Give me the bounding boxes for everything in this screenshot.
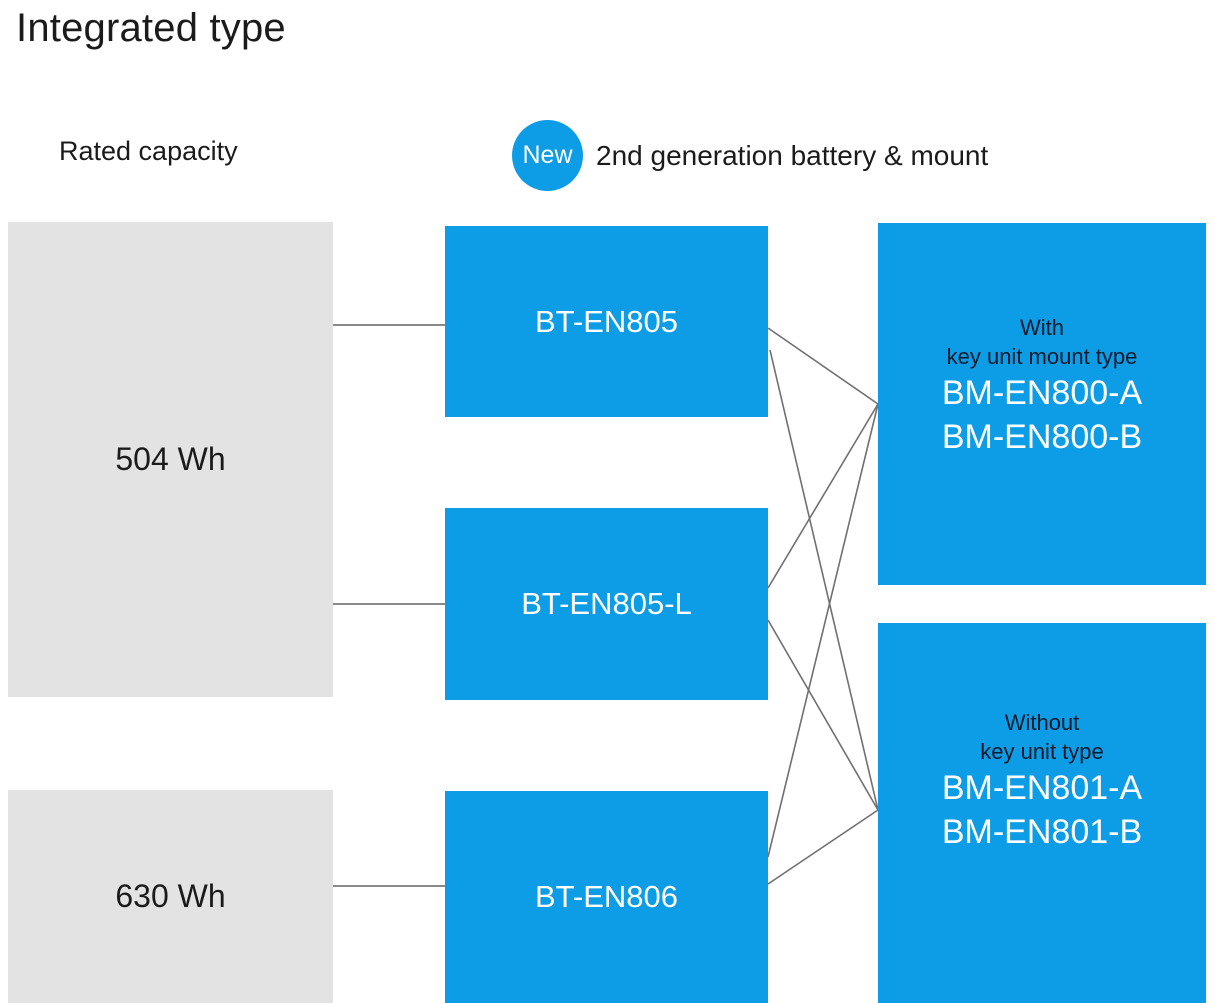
mount-model-bm-en801-a: BM-EN801-A [941, 769, 1143, 808]
new-generation-header: New 2nd generation battery & mount [512, 120, 988, 191]
battery-box-bt-en806: BT-EN806 [445, 791, 768, 1003]
capacity-box-630wh: 630 Wh [8, 790, 333, 1003]
battery-box-bt-en805-l: BT-EN805-L [445, 508, 768, 700]
mount-subtitle-bm-en801: Without key unit type [980, 710, 1104, 765]
capacity-label-630wh: 630 Wh [115, 878, 226, 914]
mount-box-bm-en801: Without key unit type BM-EN801-A BM-EN80… [878, 623, 1206, 1003]
mount-model-bm-en800-b: BM-EN800-B [941, 418, 1143, 457]
mount-model-bm-en800-a: BM-EN800-A [941, 374, 1143, 413]
battery-box-bt-en805: BT-EN805 [445, 226, 768, 417]
link-bt-en806-bm-en800 [767, 403, 879, 858]
mount-model-bm-en801-b: BM-EN801-B [941, 813, 1143, 852]
mount-subtitle-bm-en800: With key unit mount type [946, 315, 1138, 370]
battery-model-bt-en806: BT-EN806 [534, 879, 678, 915]
link-bt-en805-bm-en801 [769, 349, 879, 811]
link-bt-en805-bm-en800 [767, 327, 879, 405]
capacity-label-504wh: 504 Wh [115, 441, 226, 477]
new-generation-header-label: 2nd generation battery & mount [596, 139, 989, 171]
new-badge: New [512, 120, 583, 191]
link-bt-en806-bm-en801 [767, 809, 879, 885]
link-bt-en805-l-bm-en801 [767, 619, 879, 811]
capacity-box-504wh: 504 Wh [8, 222, 333, 697]
new-badge-label: New [522, 141, 573, 169]
battery-model-bt-en805-l: BT-EN805-L [521, 586, 692, 622]
page-title: Integrated type [16, 6, 286, 50]
rated-capacity-column-label: Rated capacity [59, 136, 238, 166]
link-bt-en805-l-bm-en800 [767, 403, 879, 589]
mount-box-bm-en800: With key unit mount type BM-EN800-A BM-E… [878, 223, 1206, 585]
battery-model-bt-en805: BT-EN805 [534, 303, 678, 339]
